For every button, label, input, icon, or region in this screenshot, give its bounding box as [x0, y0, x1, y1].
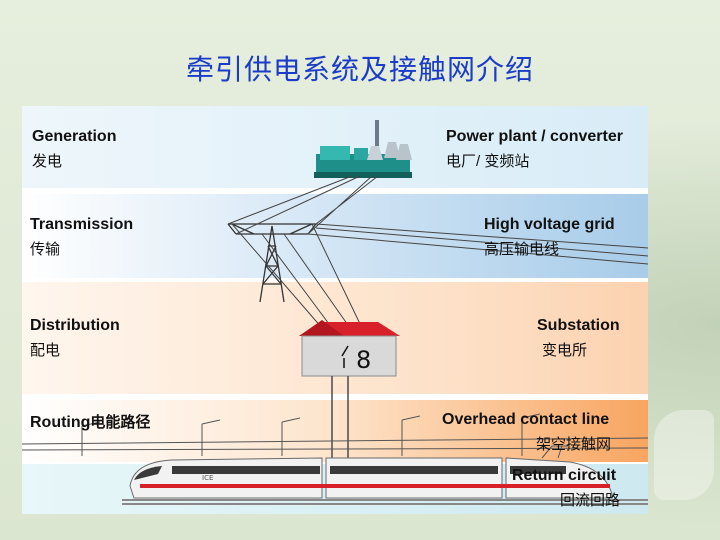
diagram-illustration: 8 ICE	[22, 120, 648, 505]
layer-right-en: Return circuit	[512, 467, 617, 484]
train-logo: ICE	[202, 474, 213, 482]
layer-left-cn: 配电	[30, 342, 61, 359]
decorative-corner-mark	[654, 410, 714, 500]
svg-text:8: 8	[356, 346, 371, 374]
layer-left-en: Generation	[32, 128, 117, 145]
power-plant-icon	[314, 120, 412, 178]
layer-left-en: Routing电能路径	[30, 411, 150, 432]
layer-right-cn: 电厂/ 变频站	[446, 153, 530, 170]
layer-right-cn: 回流回路	[560, 492, 621, 509]
layer-left-en: Transmission	[30, 216, 134, 233]
layer-right-cn: 高压输电线	[484, 241, 560, 258]
layer-left-en: Distribution	[30, 317, 120, 334]
return-rail	[122, 499, 648, 505]
layer-right-cn: 架空接触网	[536, 436, 612, 453]
high-voltage-lines	[227, 175, 648, 329]
layer-right-en: High voltage grid	[484, 216, 615, 233]
diagram-panel: 8 ICE	[22, 106, 648, 514]
overhead-contact-line	[22, 413, 648, 456]
transmission-tower-icon	[227, 223, 317, 303]
substation-building-icon: 8	[299, 320, 400, 377]
layer-left-en-text: Routing	[30, 414, 91, 431]
layer-left-cn: 电能路径	[90, 414, 151, 431]
layer-right-en: Power plant / converter	[446, 128, 623, 145]
layer-left-cn: 传输	[30, 241, 61, 258]
slide-title: 牵引供电系统及接触网介绍	[185, 53, 534, 86]
layer-left-cn: 发电	[32, 153, 63, 170]
feeder-lines	[331, 376, 349, 466]
layer-right-en: Substation	[537, 317, 620, 334]
layer-right-en: Overhead contact line	[442, 411, 610, 428]
layer-right-cn: 变电所	[542, 342, 588, 359]
ice-train-icon: ICE	[129, 445, 613, 499]
band-routing	[22, 400, 648, 462]
